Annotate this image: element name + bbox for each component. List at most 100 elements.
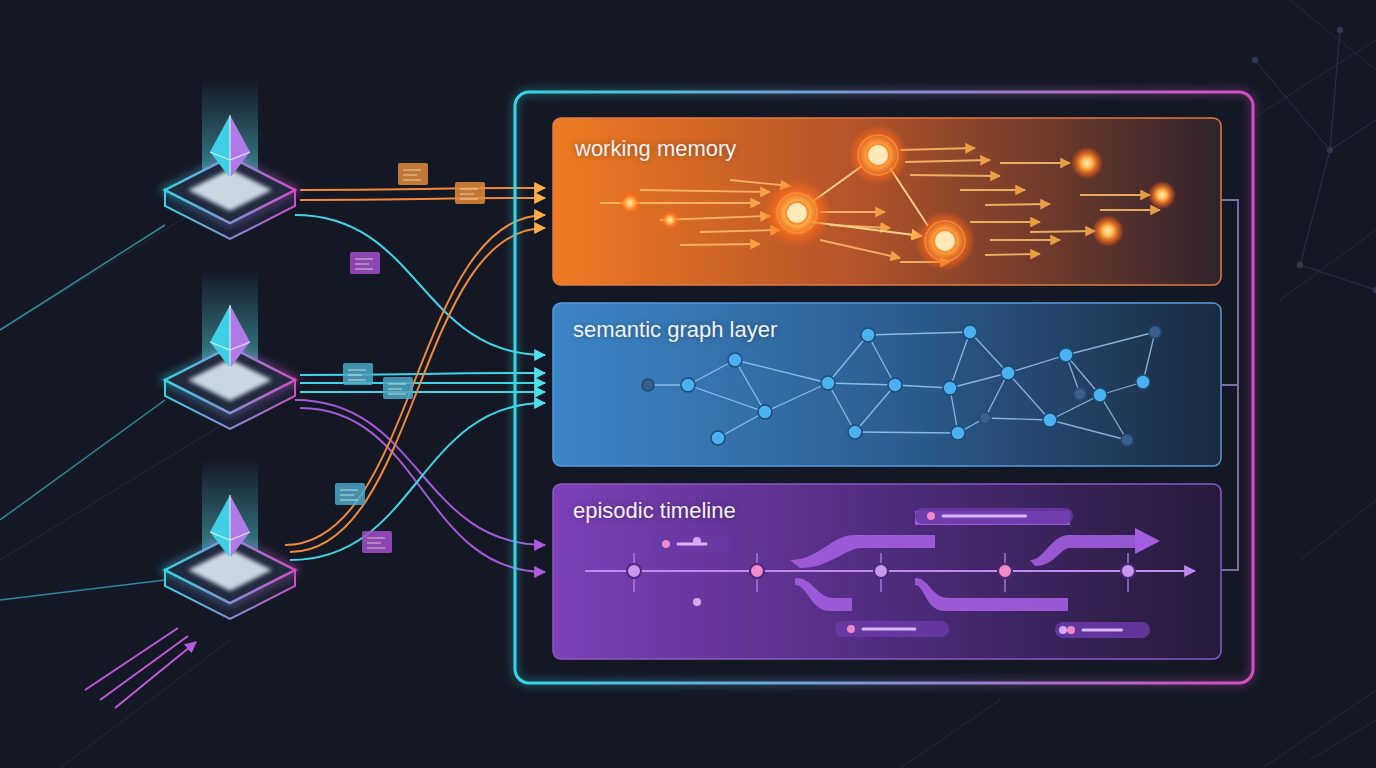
graph-node	[1001, 366, 1015, 380]
crystal-left	[210, 115, 230, 178]
crystal-edge	[210, 305, 250, 368]
graph-node	[1136, 375, 1150, 389]
network-dot	[1337, 27, 1343, 33]
timeline-axis	[585, 570, 1195, 572]
activation-ring	[777, 193, 817, 233]
event-subpoint	[1059, 626, 1067, 634]
flow-line	[290, 403, 545, 560]
graph-node	[951, 426, 965, 440]
graph-edge	[868, 332, 970, 335]
event-point	[750, 564, 764, 578]
activation-glow	[1092, 215, 1124, 247]
graph-edge	[855, 385, 895, 432]
document-lines	[388, 384, 406, 394]
panel-fill	[553, 484, 1221, 659]
document-icon	[455, 182, 485, 204]
agent-icon	[165, 460, 295, 619]
flow-line	[300, 382, 545, 384]
graph-node	[821, 376, 835, 390]
graph-edge	[828, 335, 868, 383]
graph-edge	[828, 383, 895, 385]
activation-streak	[970, 221, 1040, 223]
graph-node	[758, 405, 772, 419]
flow-line	[300, 408, 545, 572]
document-icon	[362, 531, 392, 553]
graph-node	[861, 328, 875, 342]
event-card-dot	[1067, 626, 1075, 634]
graph-edge	[1100, 395, 1127, 440]
document-body	[383, 377, 413, 399]
activation-streak	[985, 204, 1050, 205]
activation-streak	[1000, 162, 1070, 164]
memory-panel: semantic graph layer	[553, 303, 1221, 466]
event-point	[874, 564, 888, 578]
document-body	[343, 363, 373, 385]
graph-node	[848, 425, 862, 439]
feedback-bracket	[1221, 200, 1238, 570]
document-icon	[350, 252, 380, 274]
crystal-edge	[210, 495, 250, 558]
event-point	[627, 564, 641, 578]
activation-streak	[820, 240, 900, 258]
document-icon	[335, 483, 365, 505]
flow-line	[295, 400, 545, 545]
crystal-right	[230, 305, 250, 368]
graph-node	[888, 378, 902, 392]
event-card-bar	[863, 628, 915, 631]
activation-streak	[1100, 209, 1160, 211]
event-card-dot	[927, 512, 935, 520]
event-point	[1121, 564, 1135, 578]
graph-edge	[735, 360, 765, 412]
graph-edge	[1050, 420, 1127, 440]
graph-node	[1074, 388, 1086, 400]
activation-streak	[985, 254, 1040, 255]
document-lines	[460, 189, 478, 199]
graph-node	[728, 353, 742, 367]
activation-glow	[915, 211, 975, 271]
memory-panels	[553, 118, 1221, 659]
activation-glow	[618, 191, 642, 215]
graph-node	[1093, 388, 1107, 402]
graph-edge	[1066, 332, 1155, 355]
flow-line	[300, 198, 545, 200]
timeline-branch	[1030, 535, 1135, 566]
timeline-branch	[795, 578, 852, 611]
flow-line	[300, 391, 545, 393]
network-dot	[1327, 147, 1333, 153]
agent-icon	[165, 270, 295, 429]
event-card	[915, 508, 1073, 524]
document-body	[362, 531, 392, 553]
crystal-left	[210, 495, 230, 558]
memory-container	[515, 92, 1253, 683]
graph-edge	[868, 335, 895, 385]
activation-streak	[910, 175, 1000, 176]
graph-edge	[950, 373, 1008, 388]
container-glow	[515, 92, 1253, 683]
network-lines	[1255, 30, 1376, 290]
activation-core	[786, 202, 808, 224]
corner-network	[1252, 27, 1376, 293]
graph-edge	[735, 360, 828, 383]
graph-edge	[718, 412, 765, 438]
document-body	[335, 483, 365, 505]
semantic-graph-art	[642, 325, 1161, 446]
input-lines	[85, 628, 196, 708]
event-card-dot	[847, 625, 855, 633]
activation-streak	[1030, 231, 1095, 232]
graph-node	[1149, 326, 1161, 338]
graph-edge	[688, 360, 735, 385]
activation-streak	[900, 148, 975, 150]
graph-edge	[1008, 355, 1066, 373]
document-lines	[340, 490, 358, 500]
graph-node	[1043, 413, 1057, 427]
graph-edge	[1050, 395, 1100, 420]
graph-edge	[765, 383, 828, 412]
activation-ring	[925, 221, 965, 261]
graph-edge	[688, 385, 765, 412]
panel-fill	[553, 118, 1221, 285]
graph-edge	[985, 418, 1050, 420]
panel-fill	[553, 303, 1221, 466]
document-icon	[383, 377, 413, 399]
